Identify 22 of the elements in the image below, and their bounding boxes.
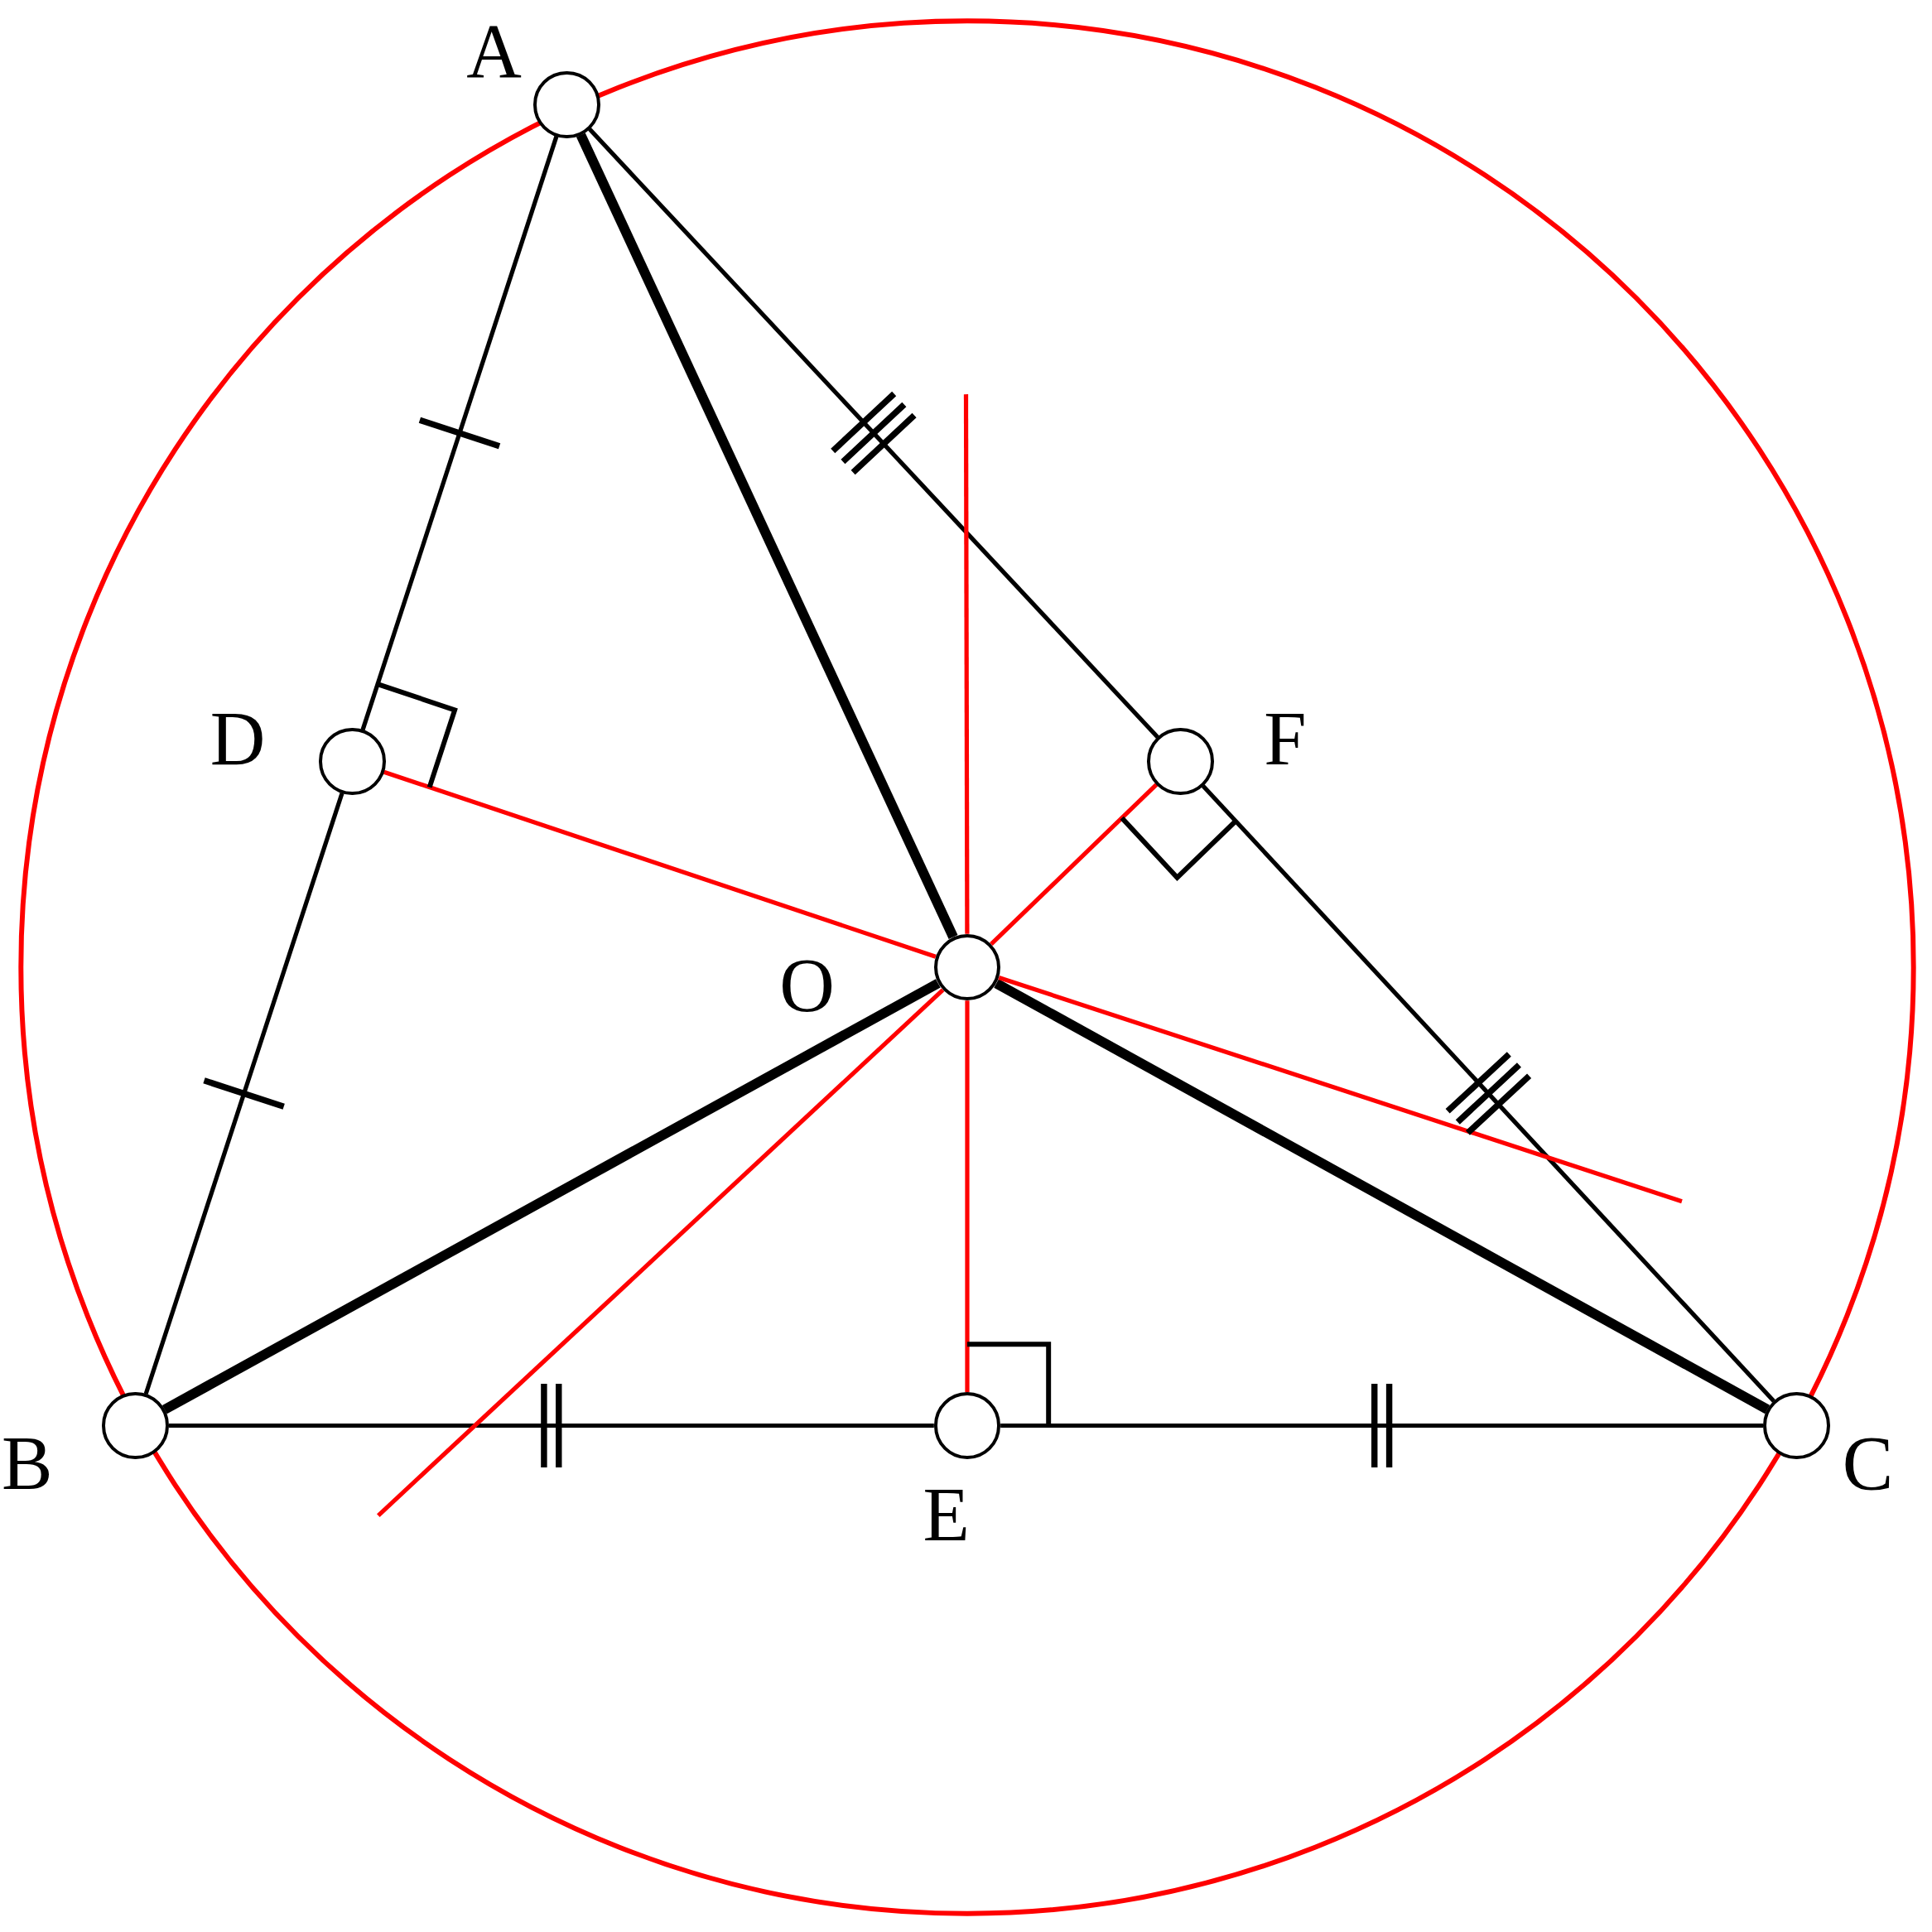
line-segment (587, 128, 1159, 739)
line-segment (383, 769, 937, 959)
line-segment (161, 979, 941, 1414)
point-label: A (465, 12, 523, 92)
line-segment (965, 1000, 970, 1393)
line-segment (1000, 1423, 1764, 1429)
line-segment (963, 394, 970, 934)
line-segment (998, 976, 1683, 1204)
line-segment (576, 132, 958, 940)
point-label: F (1263, 700, 1308, 779)
line-segment (1201, 784, 1775, 1403)
line-segment (143, 792, 344, 1395)
point-label: O (778, 946, 836, 1025)
point-label: C (1841, 1424, 1895, 1504)
line-segment (168, 1423, 934, 1429)
point-label: B (0, 1424, 54, 1504)
point-label: E (922, 1476, 971, 1555)
line-segment (377, 988, 945, 1517)
line-segment (990, 783, 1159, 946)
point-label: D (209, 700, 267, 779)
line-segment (360, 135, 559, 731)
line-segment (994, 979, 1771, 1414)
